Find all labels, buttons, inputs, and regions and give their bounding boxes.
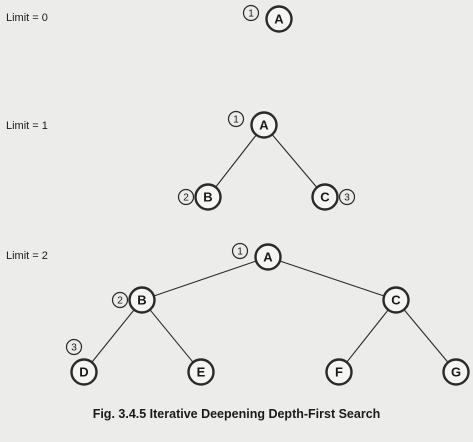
node-G-circle [442, 358, 470, 386]
edge-A-B [215, 134, 257, 188]
tree-limit-2: A 1B 2 C D3E F G [65, 242, 470, 386]
visit-order-B-label: 2 [117, 296, 123, 307]
visit-order-C-label: 3 [344, 193, 350, 204]
visit-order-B-circle [177, 188, 195, 206]
tree-limit-0: A1 [242, 4, 293, 33]
visit-order-C-circle [338, 188, 356, 206]
edge-B-D [91, 309, 135, 363]
node-C-circle [311, 183, 339, 211]
visit-order-A-label: 1 [248, 9, 254, 20]
node-C-label: C [391, 293, 401, 308]
node-A-label: A [274, 12, 284, 27]
edge-A-C [271, 134, 318, 188]
limit-label-2: Limit = 2 [6, 250, 48, 262]
node-F-label: F [335, 365, 343, 380]
node-A-label: A [263, 250, 273, 265]
visit-order-A-label: 1 [237, 247, 243, 258]
node-A-circle [250, 111, 278, 139]
edge-A-B [153, 260, 257, 297]
visit-order-D-circle [65, 338, 83, 356]
node-B-circle [194, 183, 222, 211]
node-F-circle [325, 358, 353, 386]
node-A-circle [254, 243, 282, 271]
visit-order-D-label: 3 [71, 343, 77, 354]
edge-C-F [346, 309, 389, 363]
node-B-label: B [203, 190, 212, 205]
visit-order-A-label: 1 [233, 115, 239, 126]
limit-label-0: Limit = 0 [6, 12, 48, 24]
visit-order-A-circle [242, 4, 260, 22]
node-A-circle [265, 5, 293, 33]
node-B-circle [128, 286, 156, 314]
node-B-label: B [137, 293, 146, 308]
tree-limit-1: A 1B 2 C 3 [177, 110, 356, 211]
visit-order-A-circle [227, 110, 245, 128]
node-D-label: D [79, 365, 88, 380]
limit-label-1: Limit = 1 [6, 120, 48, 132]
node-A-label: A [259, 118, 269, 133]
node-E-label: E [197, 365, 206, 380]
figure-caption: Fig. 3.4.5 Iterative Deepening Depth-Fir… [92, 407, 381, 421]
node-D-circle [70, 358, 98, 386]
edge-A-C [279, 260, 385, 297]
visit-order-B-circle [111, 291, 129, 309]
node-E-circle [187, 358, 215, 386]
node-G-label: G [451, 365, 461, 380]
node-C-circle [382, 286, 410, 314]
edge-C-G [403, 309, 449, 363]
edge-B-E [149, 309, 194, 363]
node-C-label: C [320, 190, 330, 205]
visit-order-A-circle [231, 242, 249, 260]
visit-order-B-label: 2 [183, 193, 189, 204]
